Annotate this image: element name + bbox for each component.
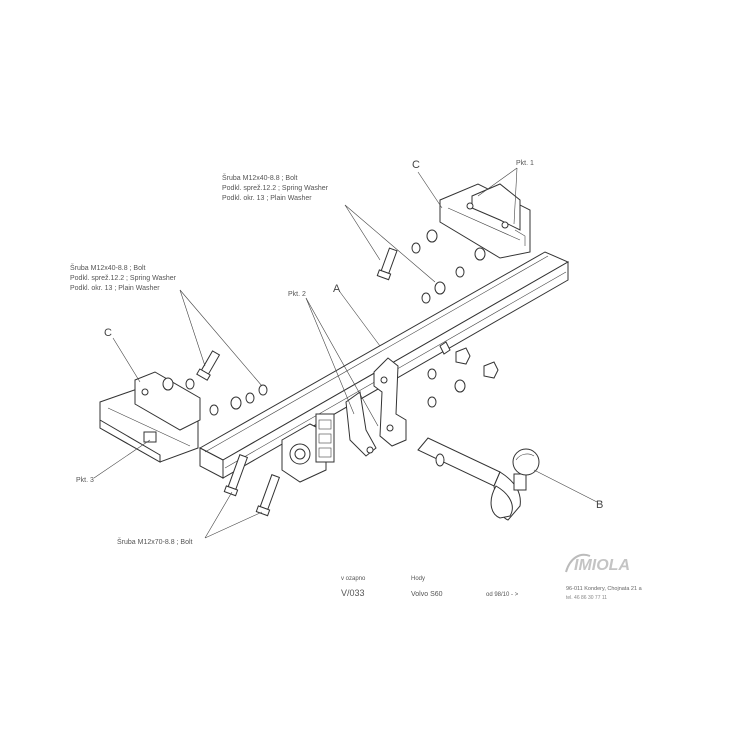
- right-fasteners: [376, 229, 486, 304]
- company-address: 96-011 Kondery, Chojnata 21 a: [566, 586, 643, 592]
- note-top-line-2: Podkl. sprež.12.2 ; Spring Washer: [222, 185, 329, 192]
- logo-text: IMIOLA: [574, 557, 630, 574]
- note-bottom: Šruba M12x70-8.8 ; Bolt: [117, 537, 193, 546]
- imiola-logo: IMIOLA: [565, 553, 630, 574]
- callout-pkt1: Pkt. 1: [516, 160, 534, 167]
- callout-c-top: C: [412, 159, 420, 171]
- callout-pkt2: Pkt. 2: [288, 291, 306, 298]
- production-date: od 98/10 - >: [486, 592, 519, 598]
- car-model: Volvo S60: [411, 591, 443, 598]
- socket-plate: [281, 413, 335, 483]
- note-top-line-1: Šruba M12x40-8.8 ; Bolt: [222, 173, 298, 182]
- callout-a: A: [333, 283, 341, 295]
- towball-neck: [417, 437, 540, 521]
- code-label: v ozapno: [341, 576, 366, 582]
- leader-lines: [93, 167, 598, 539]
- model-code: V/033: [341, 588, 365, 598]
- left-fasteners: [162, 350, 268, 416]
- right-bracket: [439, 183, 531, 259]
- callout-pkt3: Pkt. 3: [76, 477, 94, 484]
- note-left-line-2: Podkl. sprež.12.2 ; Spring Washer: [70, 275, 177, 282]
- note-left: Šruba M12x40-8.8 ; Bolt Podkl. sprež.12.…: [70, 263, 177, 292]
- lower-bolts: [223, 454, 281, 517]
- callout-c-left: C: [104, 327, 112, 339]
- company-phone: tel. 46 86 30 77 11: [566, 595, 607, 601]
- model-label: Hody: [411, 576, 425, 582]
- note-top: Šruba M12x40-8.8 ; Bolt Podkl. sprež.12.…: [222, 173, 329, 202]
- note-top-line-3: Podkl. okr. 13 ; Plain Washer: [222, 195, 312, 202]
- centre-mount: [345, 341, 499, 457]
- title-block: v ozapno V/033 Hody Volvo S60 od 98/10 -…: [341, 553, 643, 601]
- left-bracket: [99, 371, 201, 463]
- note-left-line-1: Šruba M12x40-8.8 ; Bolt: [70, 263, 146, 272]
- note-left-line-3: Podkl. okr. 13 ; Plain Washer: [70, 285, 160, 292]
- callout-b: B: [596, 499, 603, 511]
